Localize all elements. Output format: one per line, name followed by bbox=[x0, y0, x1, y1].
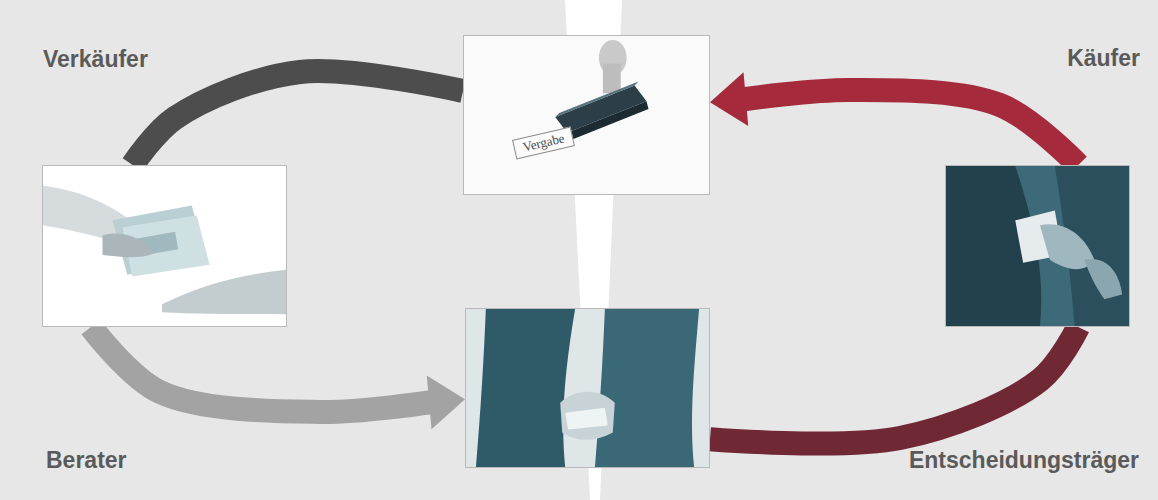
flow-arc bbox=[133, 71, 463, 165]
photo-detail bbox=[476, 309, 575, 467]
photo-detail bbox=[464, 36, 709, 194]
role-heading: Berater bbox=[46, 447, 127, 475]
photo-detail bbox=[565, 408, 608, 430]
payment-photo: Verkäufer bbox=[42, 165, 287, 327]
bribe-photo: Entscheidungsträger bbox=[945, 165, 1130, 327]
photo-detail bbox=[560, 392, 615, 440]
connector-line bbox=[744, 90, 1078, 165]
photo-detail bbox=[555, 81, 638, 117]
connector-line bbox=[133, 71, 463, 165]
flow-arc bbox=[710, 327, 1078, 443]
photo-detail bbox=[595, 309, 699, 467]
role-heading: Entscheidungsträger bbox=[909, 447, 1139, 475]
role-heading: Verkäufer bbox=[43, 46, 148, 74]
flow-arrow bbox=[710, 72, 1078, 165]
photo-illustration bbox=[43, 166, 286, 326]
photo-detail bbox=[43, 166, 286, 326]
award-photo: Vergabe bbox=[463, 35, 710, 195]
photo-detail bbox=[162, 270, 286, 314]
flow-arrow bbox=[91, 327, 465, 429]
photo-detail bbox=[946, 166, 1129, 326]
photo-detail bbox=[1084, 259, 1122, 299]
connector-line bbox=[710, 327, 1078, 443]
arrow-head bbox=[427, 375, 465, 429]
photo-detail bbox=[466, 309, 709, 467]
pocket-photo: Berater bbox=[465, 308, 710, 468]
arrow-head bbox=[710, 72, 748, 126]
role-heading: Käufer bbox=[1067, 45, 1140, 73]
photo-illustration bbox=[946, 166, 1129, 326]
photo-illustration bbox=[466, 309, 709, 467]
connector-line bbox=[91, 327, 431, 412]
photo-illustration bbox=[464, 36, 709, 194]
photo-detail bbox=[603, 64, 621, 94]
photo-detail bbox=[103, 234, 155, 258]
